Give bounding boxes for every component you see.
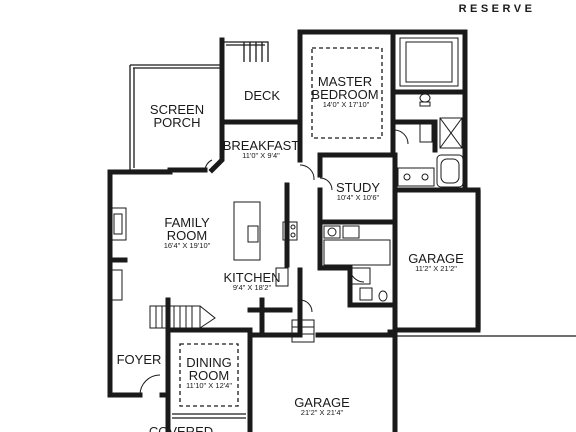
room-screen-porch: SCREEN PORCH — [150, 102, 204, 130]
svg-text:14'0" X 17'10": 14'0" X 17'10" — [323, 100, 370, 109]
svg-text:ROOM: ROOM — [189, 368, 229, 383]
svg-text:GARAGE: GARAGE — [294, 395, 350, 410]
svg-text:STUDY: STUDY — [336, 180, 380, 195]
svg-text:11'0" X 9'4": 11'0" X 9'4" — [242, 151, 280, 160]
svg-text:BREAKFAST: BREAKFAST — [223, 138, 300, 153]
room-covered: COVERED — [149, 424, 213, 432]
svg-text:ROOM: ROOM — [167, 228, 207, 243]
svg-text:10'4" X 10'6": 10'4" X 10'6" — [337, 193, 380, 202]
svg-text:16'4" X 19'10": 16'4" X 19'10" — [164, 241, 211, 250]
fireplace — [109, 207, 127, 241]
room-study: STUDY 10'4" X 10'6" — [336, 180, 380, 202]
svg-text:9'4" X 18'2": 9'4" X 18'2" — [233, 283, 272, 292]
room-family-room: FAMILY ROOM 16'4" X 19'10" — [164, 215, 211, 250]
room-breakfast: BREAKFAST 11'0" X 9'4" — [223, 138, 300, 160]
svg-text:SCREEN: SCREEN — [150, 102, 204, 117]
room-garage-bottom: GARAGE 21'2" X 21'4" — [294, 395, 350, 417]
svg-text:FAMILY: FAMILY — [164, 215, 210, 230]
deck-outline — [219, 37, 269, 125]
svg-text:KITCHEN: KITCHEN — [223, 270, 280, 285]
svg-text:DINING: DINING — [186, 355, 232, 370]
svg-text:MASTER: MASTER — [318, 74, 372, 89]
brand-title: RESERVE — [459, 3, 536, 15]
stairs — [149, 305, 216, 329]
room-master-bedroom: MASTER BEDROOM 14'0" X 17'10" — [311, 74, 378, 109]
svg-text:COVERED: COVERED — [149, 424, 213, 432]
svg-text:DECK: DECK — [244, 88, 280, 103]
room-kitchen: KITCHEN 9'4" X 18'2" — [223, 270, 281, 292]
svg-text:BEDROOM: BEDROOM — [311, 87, 378, 102]
fixtures — [109, 37, 464, 407]
svg-text:FOYER: FOYER — [117, 352, 162, 367]
svg-text:PORCH: PORCH — [154, 115, 201, 130]
room-garage-right: GARAGE 11'2" X 21'2" — [408, 251, 464, 273]
interior-walls — [107, 29, 468, 338]
svg-text:11'10" X 12'4": 11'10" X 12'4" — [186, 381, 232, 390]
svg-text:GARAGE: GARAGE — [408, 251, 464, 266]
svg-text:11'2" X 21'2": 11'2" X 21'2" — [415, 264, 457, 273]
bed — [311, 47, 383, 139]
room-foyer: FOYER — [117, 352, 162, 367]
room-deck: DECK — [244, 88, 280, 103]
kitchen-island — [233, 201, 261, 261]
svg-text:21'2" X 21'4": 21'2" X 21'4" — [301, 408, 344, 417]
room-dining-room: DINING ROOM 11'10" X 12'4" — [182, 354, 236, 390]
